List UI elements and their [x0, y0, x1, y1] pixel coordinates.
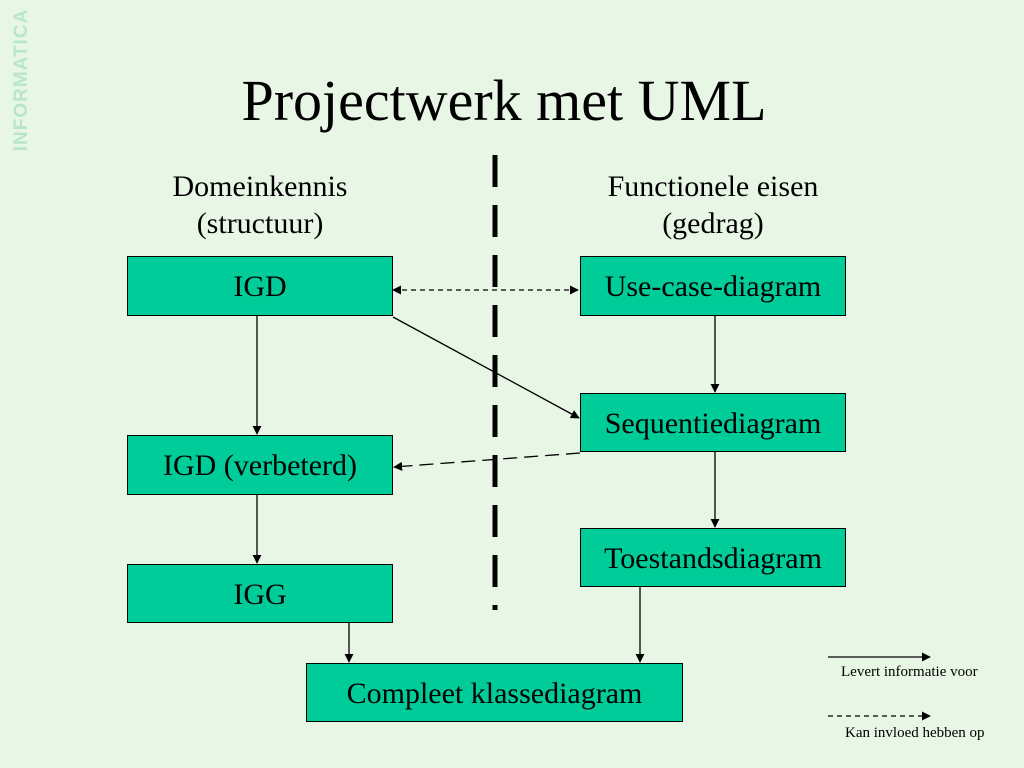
right-column-heading: Functionele eisen (gedrag) [563, 168, 863, 242]
box-sequence-diagram: Sequentiediagram [580, 393, 846, 452]
arrow-sequence-to-igd-improved [393, 452, 581, 471]
right-column-heading-line1: Functionele eisen [607, 170, 819, 203]
box-igd: IGD [127, 256, 393, 316]
left-column-heading-line2: (structuur) [196, 207, 324, 240]
box-igg: IGG [127, 564, 393, 623]
left-column-heading-line1: Domeinkennis [172, 170, 348, 203]
legend-dashed-label: Kan invloed hebben op [845, 725, 985, 741]
box-state-diagram: Toestandsdiagram [580, 528, 846, 587]
left-column-heading: Domeinkennis (structuur) [110, 168, 410, 242]
arrow-igd-to-sequence [392, 316, 580, 419]
right-column-heading-line2: (gedrag) [662, 207, 764, 240]
legend-solid-label: Levert informatie voor [841, 664, 978, 680]
slide-title: Projectwerk met UML [241, 68, 767, 133]
box-igd-improved: IGD (verbeterd) [127, 435, 393, 495]
box-use-case-diagram: Use-case-diagram [580, 256, 846, 316]
box-complete-class-diagram: Compleet klassediagram [306, 663, 683, 722]
